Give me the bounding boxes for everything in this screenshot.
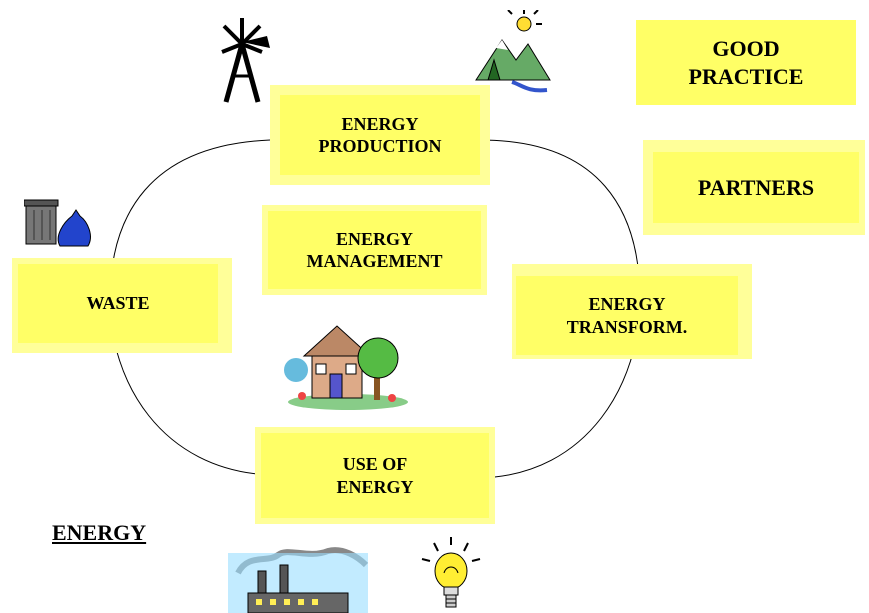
mountain-sun-icon — [475, 10, 551, 93]
factory-icon — [228, 547, 368, 613]
energy-production-box: ENERGY PRODUCTION — [270, 85, 490, 185]
energy-transform-label: ENERGY TRANSFORM. — [566, 294, 688, 337]
energy-footer-label: ENERGY — [52, 520, 147, 545]
good-practice-label: GOOD PRACTICE — [688, 36, 804, 89]
partners-label: PARTNERS — [697, 174, 815, 200]
partners-box: PARTNERS — [643, 140, 865, 235]
energy-management-box: ENERGY MANAGEMENT — [262, 205, 487, 295]
energy-management-label: ENERGY MANAGEMENT — [306, 228, 443, 272]
energy-production-label: ENERGY PRODUCTION — [318, 113, 442, 157]
waste-box: WASTE — [12, 258, 232, 353]
use-of-energy-label: USE OF ENERGY — [336, 454, 414, 497]
lightbulb-icon — [421, 537, 481, 608]
use-of-energy-box: USE OF ENERGY — [255, 427, 495, 524]
house-icon — [284, 325, 408, 410]
energy-transform-box: ENERGY TRANSFORM. — [512, 264, 752, 359]
windmill-icon — [221, 18, 270, 103]
waste-label: WASTE — [86, 293, 150, 314]
trash-bag-icon — [24, 199, 91, 247]
good-practice-box: GOOD PRACTICE — [636, 20, 856, 105]
